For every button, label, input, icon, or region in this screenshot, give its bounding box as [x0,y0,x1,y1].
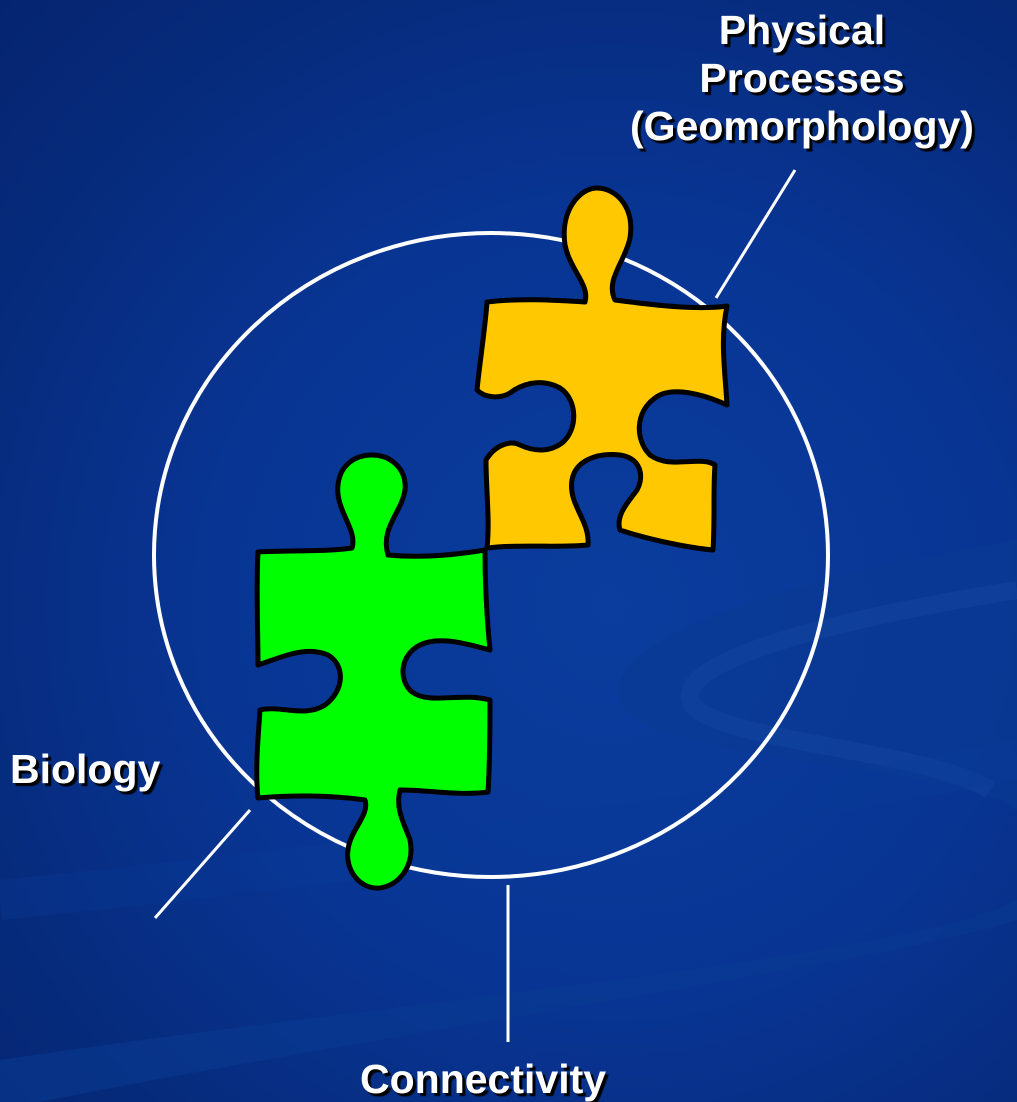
biology-leader-line [155,810,250,918]
physical-label-line-2: Processes [598,54,1006,102]
physical-puzzle-piece-icon [477,188,727,550]
biology-puzzle-piece-icon [257,455,490,888]
physical-label-line-1: Physical [598,6,1006,54]
physical-processes-label: Physical Processes (Geomorphology) [598,6,1006,150]
connectivity-label: Connectivity [360,1055,660,1102]
biology-label: Biology [10,745,160,793]
physical-label-line-3: (Geomorphology) [598,102,1006,150]
physical-leader-line [716,170,795,298]
